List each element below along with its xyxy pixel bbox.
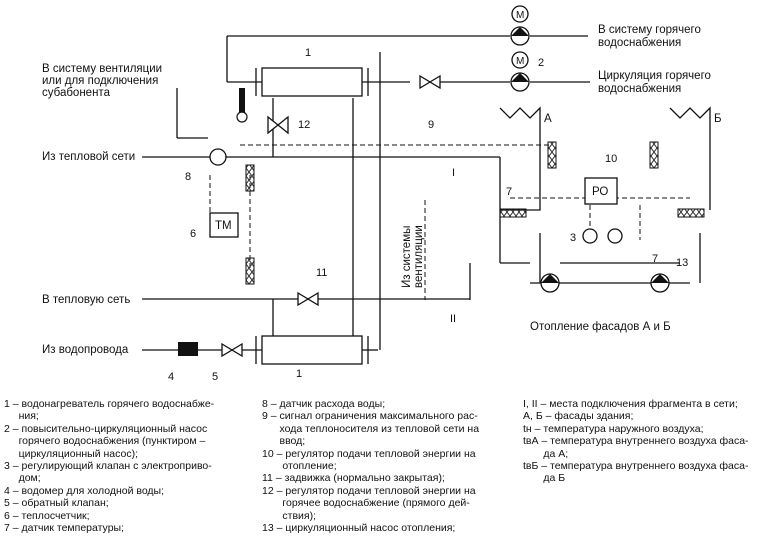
number-label: 9 xyxy=(428,119,434,131)
legend-item: горячее водоснабжение (прямого дей- xyxy=(262,497,470,510)
point-2-label: II xyxy=(450,313,456,325)
hot-water-label-2: водоснабжения xyxy=(598,37,681,49)
legend-item: 9 – сигнал ограничения максимального рас… xyxy=(262,410,478,423)
vent-vertical-label-1: Из системы xyxy=(401,226,413,288)
number-label: 6 xyxy=(190,228,196,240)
legend-item: 1 – водонагреватель горячего водоснабже- xyxy=(4,398,215,410)
from-heat-net-label: Из тепловой сети xyxy=(42,151,135,163)
number-label: 12 xyxy=(298,119,310,131)
number-label: 4 xyxy=(168,371,174,383)
facade-heating-label: Отопление фасадов А и Б xyxy=(530,321,671,333)
facade-b-label: Б xyxy=(714,113,722,125)
legend-item: 3 – регулирующий клапан с электроприво- xyxy=(4,460,212,473)
legend-item: I, II – места подключения фрагмента в се… xyxy=(523,398,738,410)
legend-item: 8 – датчик расхода воды; xyxy=(262,398,386,410)
legend-item: ния; xyxy=(4,410,39,423)
legend-item: 4 – водомер для холодной воды; xyxy=(4,484,165,497)
scheme-diagram: В систему горячего водоснабжения Циркуля… xyxy=(42,5,722,383)
number-label: 8 xyxy=(185,171,191,183)
number-label: 1 xyxy=(305,47,311,59)
circulation-label-2: водоснабжения xyxy=(598,83,681,95)
number-label: 3 xyxy=(570,232,576,244)
legend-column-3: I, II – места подключения фрагмента в се… xyxy=(523,398,761,485)
from-water-label: Из водопровода xyxy=(42,344,129,356)
motor-label: M xyxy=(516,10,524,21)
legend-item: ввод; xyxy=(262,435,306,448)
legend-item: да А; xyxy=(523,447,569,460)
motor-label: M xyxy=(516,56,524,67)
legend-item: дом; xyxy=(4,472,41,485)
legend-item: 6 – теплосчетчик; xyxy=(4,509,90,522)
vent-vertical-label-2: вентиляции xyxy=(413,225,425,288)
tm-label: ТМ xyxy=(215,220,232,232)
ventilation-label-2: или для подключения xyxy=(42,75,158,87)
legend-item: 10 – регулятор подачи тепловой энергии н… xyxy=(262,447,476,460)
ventilation-label-3: субабонента xyxy=(42,87,111,99)
point-1-label: I xyxy=(452,167,455,179)
legend-item: 2 – повысительно-циркуляционный насос xyxy=(4,422,208,435)
number-label: 2 xyxy=(538,57,544,69)
legend-item: циркуляционный насос); xyxy=(4,447,139,460)
number-label: 7 xyxy=(652,253,658,265)
legend-item: А, Б – фасады здания; xyxy=(523,410,634,423)
legend-item: отопление; xyxy=(262,460,337,473)
legend-item: 5 – обратный клапан; xyxy=(4,497,109,510)
legend-column-2: 8 – датчик расхода воды; 9 – сигнал огра… xyxy=(262,398,512,534)
circulation-label-1: Циркуляция горячего xyxy=(598,70,711,82)
legend-item: 12 – регулятор подачи тепловой энергии н… xyxy=(262,484,476,497)
number-label: 11 xyxy=(316,267,327,279)
facade-a-label: А xyxy=(544,113,552,125)
legend-column-1: 1 – водонагреватель горячего водоснабже-… xyxy=(4,398,254,534)
hot-water-label-1: В систему горячего xyxy=(598,24,701,36)
legend-item: tвБ – температура внутреннего воздуха фа… xyxy=(523,460,749,473)
legend-item: 13 – циркуляционный насос отопления; xyxy=(262,522,456,535)
legend-item: 11 – задвижка (нормально закрытая); xyxy=(262,472,445,485)
legend-item: tвА – температура внутреннего воздуха фа… xyxy=(523,435,749,448)
legend-item: 7 – датчик температуры; xyxy=(4,522,124,535)
number-label: 10 xyxy=(605,153,617,165)
number-label: 13 xyxy=(676,257,688,269)
number-label: 7 xyxy=(506,186,512,198)
legend-item: ствия); xyxy=(262,509,317,522)
legend-item: хода теплоносителя из тепловой сети на xyxy=(262,422,480,435)
number-label: 1 xyxy=(296,368,302,380)
number-label: 5 xyxy=(212,371,218,383)
legend-item: tн – температура наружного воздуха; xyxy=(523,422,704,435)
legend-item: горячего водоснабжения (пунктиром – xyxy=(4,435,206,448)
legend-item: да Б xyxy=(523,472,566,485)
ro-label: РО xyxy=(592,186,608,198)
to-heat-net-label: В тепловую сеть xyxy=(42,294,130,306)
ventilation-label-1: В систему вентиляции xyxy=(42,63,162,75)
